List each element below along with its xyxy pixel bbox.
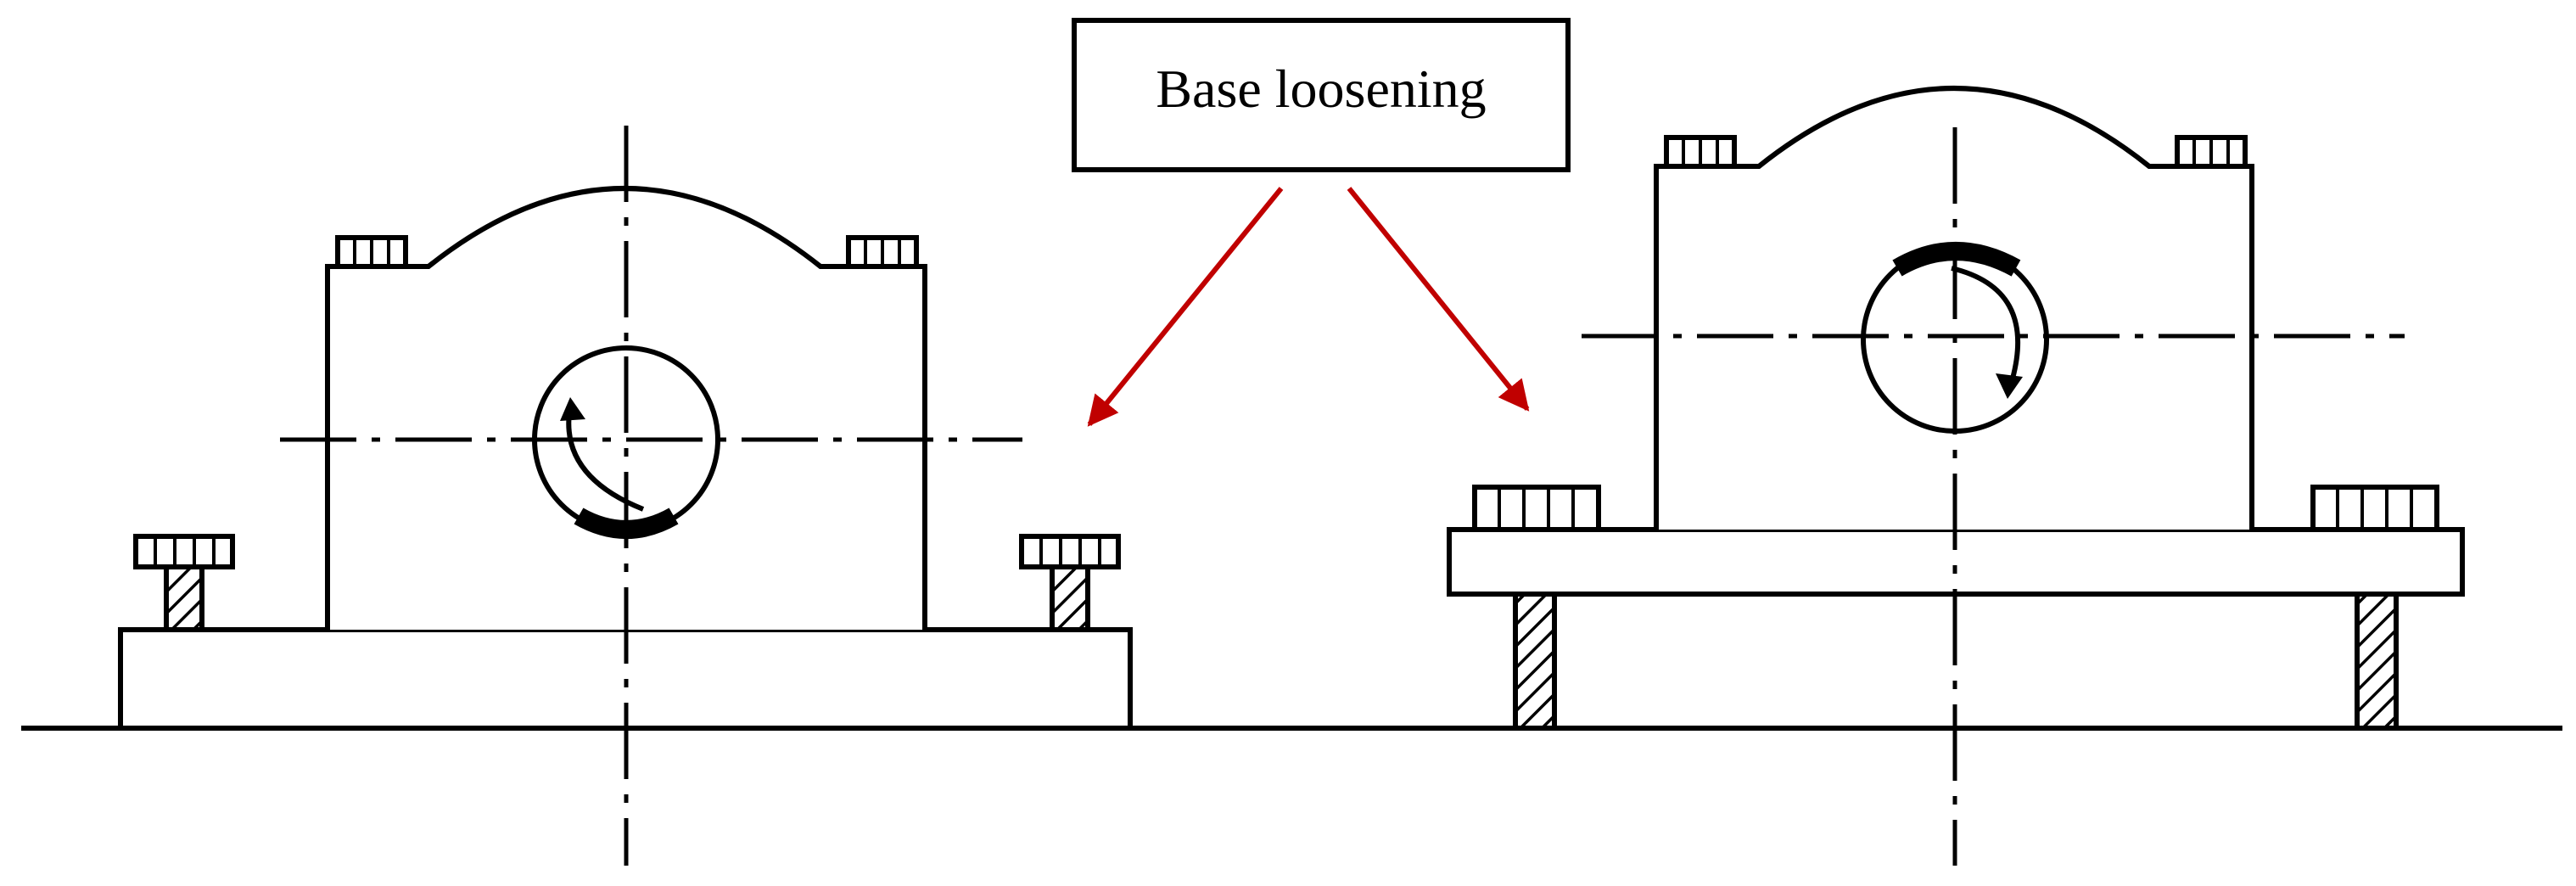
right-base-bolt-1 [1472,485,1601,532]
right-cap-bolt-2 [2175,135,2248,169]
right-bearing-block [1447,86,2465,866]
right-rotation-arrow [1951,266,2021,379]
left-cap-bolt-2 [846,235,919,269]
left-rotation-arrowhead [560,397,585,421]
callout-label: Base loosening [1156,59,1486,119]
right-cap-bolt-1 [1664,135,1737,169]
callout-arrow-right [1347,187,1530,412]
right-base-bolt-2 [2310,485,2439,532]
left-bearing-block [118,126,1133,866]
left-cap-bolt-1 [335,235,408,269]
right-stud-1 [1513,592,1557,731]
left-base-bolt-1 [133,534,235,632]
callout-box [1072,18,1571,172]
callout-arrow-left [1087,187,1284,427]
right-stud-2 [2355,592,2399,731]
left-base-bolt-2 [1019,534,1121,632]
base-loosening-callout: Base loosening [1072,18,1571,427]
right-rotation-arrowhead [1996,373,2023,399]
